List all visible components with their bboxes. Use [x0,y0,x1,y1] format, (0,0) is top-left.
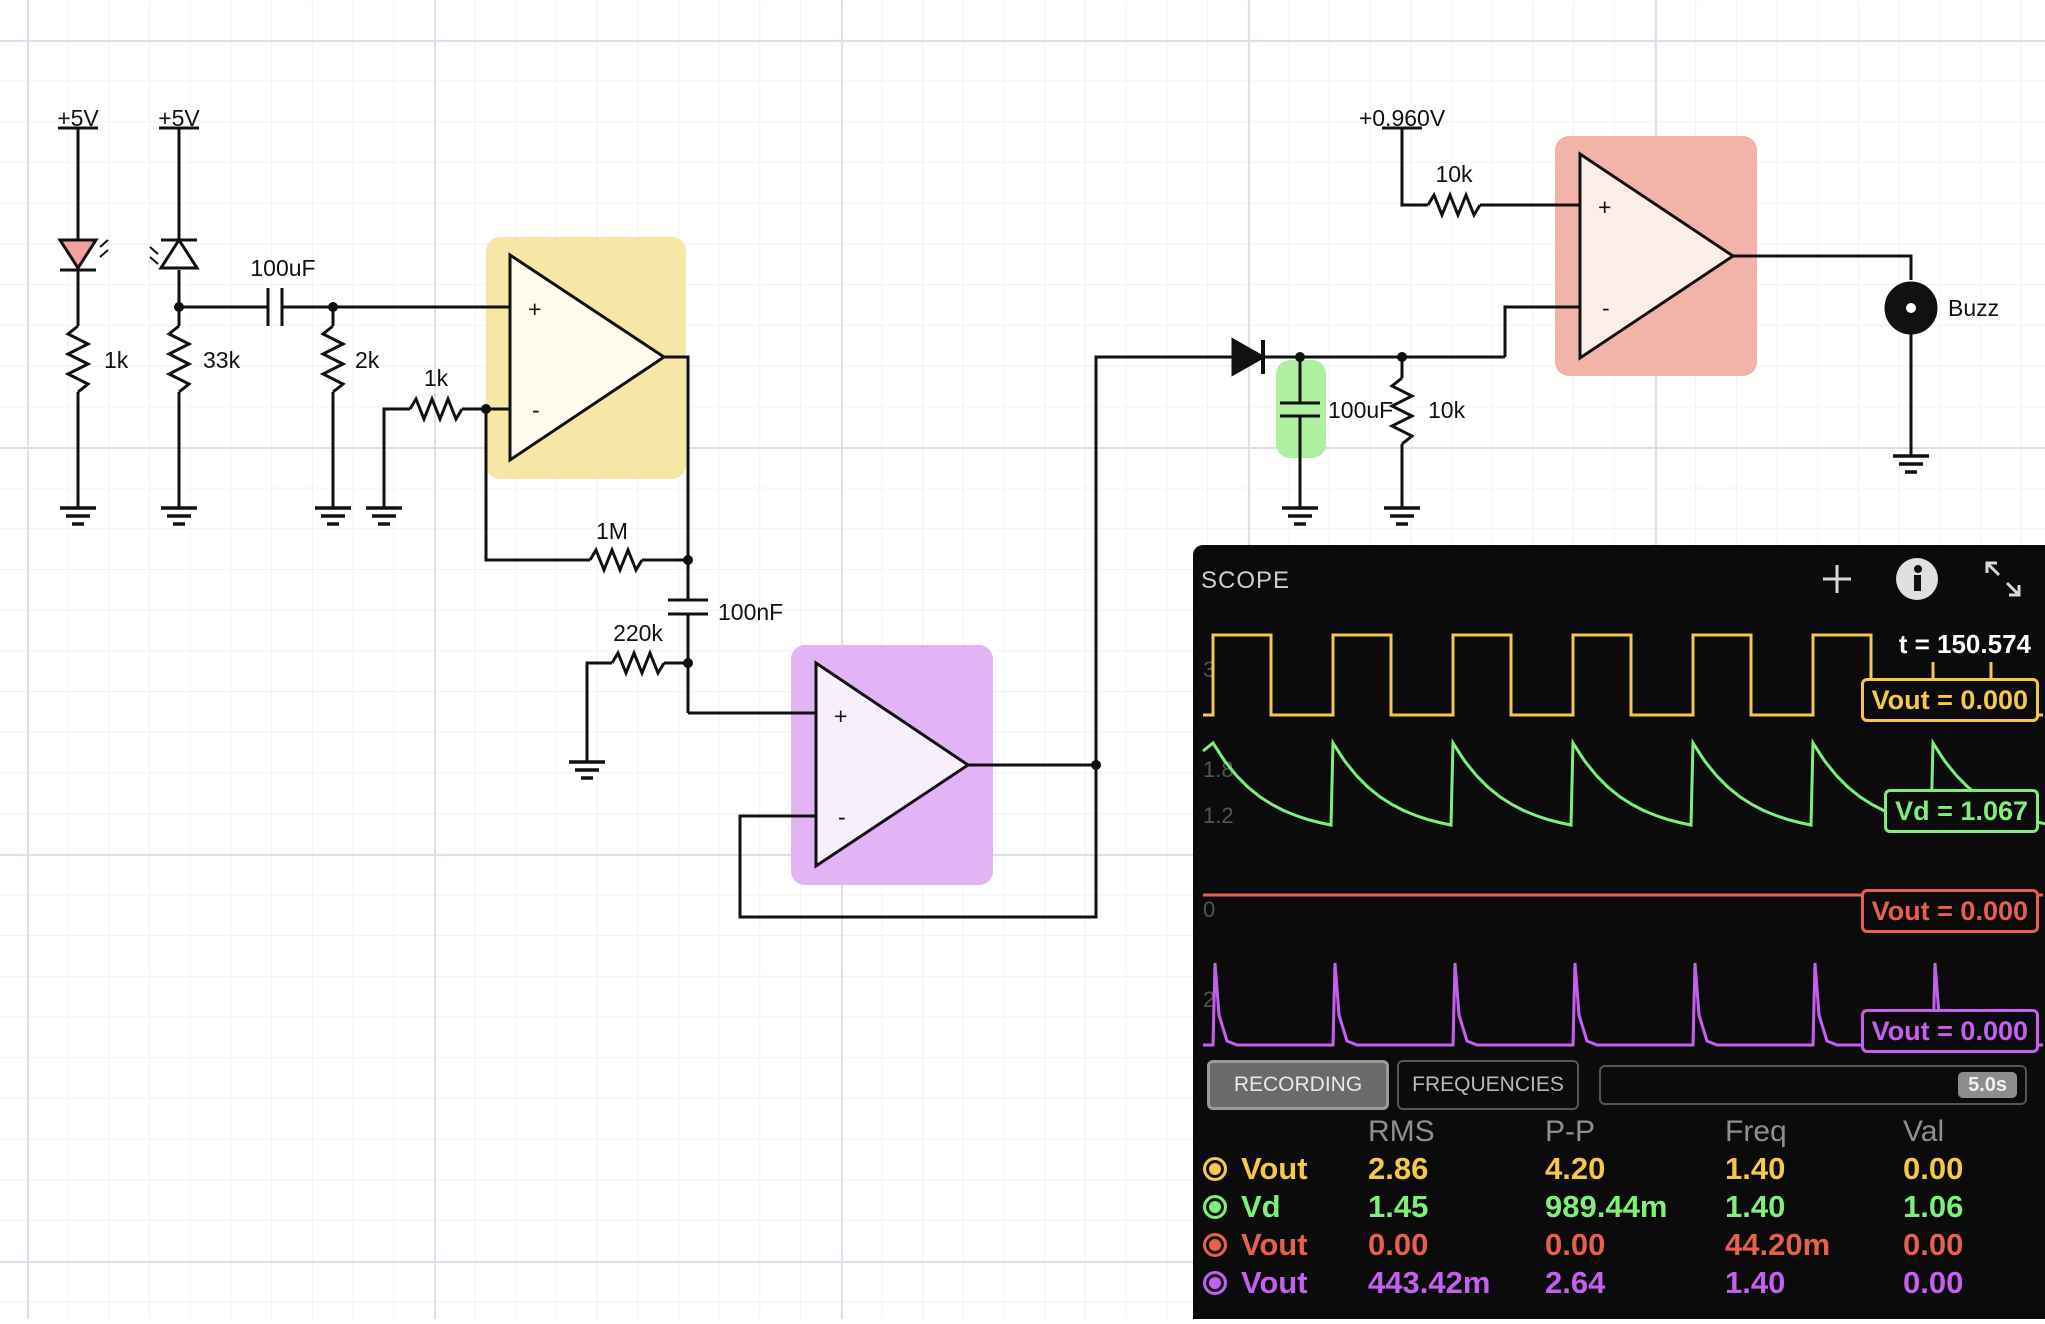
stats-row[interactable]: Vout 443.42m 2.64 1.40 0.00 [1193,1265,2045,1303]
plus-icon [1823,565,1851,593]
info-icon [1896,558,1938,600]
stats-rms: 0.00 [1368,1227,1429,1262]
opamp-minus-label: - [1602,295,1610,321]
capacitor-label: 100nF [718,599,783,625]
opamp-minus-label: - [838,804,846,830]
stats-freq: 44.20m [1725,1227,1831,1262]
resistor-label: 33k [203,347,241,373]
stats-freq: 1.40 [1725,1189,1786,1224]
ground-icon [364,506,404,526]
ground-icon [159,506,199,526]
trace-value-label[interactable]: Vout = 0.000 [1860,889,2039,933]
stats-pp: 2.64 [1545,1265,1606,1300]
stats-val: 0.00 [1903,1151,1964,1186]
ground-icon [567,760,607,780]
stats-pp: 4.20 [1545,1151,1606,1186]
trace-toggle-icon[interactable] [1203,1271,1227,1295]
stats-header: RMS [1368,1115,1435,1148]
photodiode-icon[interactable] [158,237,200,270]
tab-frequencies[interactable]: FREQUENCIES [1397,1060,1579,1110]
time-readout: t = 150.574 [1892,627,2037,662]
capacitor-highlight [1276,360,1326,458]
expand-button[interactable] [1981,557,2025,601]
add-trace-button[interactable] [1815,557,1859,601]
led-icon[interactable] [57,238,99,271]
stats-freq: 1.40 [1725,1265,1786,1300]
stats-header: Val [1903,1115,1945,1148]
resistor-label: 2k [355,347,380,373]
stats-header: P-P [1545,1115,1596,1148]
vref-label: +0.960V [1359,105,1446,131]
stats-row[interactable]: Vout 0.00 0.00 44.20m 0.00 [1193,1227,2045,1265]
trace-axis-label: 1.8 [1203,757,1234,782]
trace-toggle-icon[interactable] [1203,1195,1227,1219]
ground-icon [313,506,353,526]
stats-row[interactable]: Vout 2.86 4.20 1.40 0.00 [1193,1151,2045,1189]
resistor-label: 1k [104,347,129,373]
capacitor-label: 100uF [1328,397,1393,423]
opamp-plus-label: + [834,703,847,729]
scope-panel[interactable]: SCOPE 3 1.8 1.2 0 2 t = 150.574 Vout = 0… [1193,545,2045,1319]
resistor-label: 220k [613,620,663,646]
stats-rms: 1.45 [1368,1189,1429,1224]
ground-icon [58,506,98,526]
stats-rms: 443.42m [1368,1265,1491,1300]
ground-icon [1382,506,1422,526]
capacitor-label: 100uF [250,255,315,281]
stats-pp: 0.00 [1545,1227,1606,1262]
opamp-plus-label: + [1598,194,1611,220]
info-button[interactable] [1895,557,1939,601]
supply-label: +5V [158,105,200,131]
stats-name: Vout [1241,1227,1308,1262]
timebase-value: 5.0s [1958,1072,2017,1098]
stats-pp: 989.44m [1545,1189,1668,1224]
stats-name: Vd [1241,1189,1281,1224]
trace-toggle-icon[interactable] [1203,1233,1227,1257]
resistor-label: 1k [424,365,449,391]
stats-row[interactable]: Vd 1.45 989.44m 1.40 1.06 [1193,1189,2045,1227]
trace-toggle-icon[interactable] [1203,1157,1227,1181]
resistor-label: 10k [1428,397,1466,423]
trace-value-label[interactable]: Vout = 0.000 [1860,1009,2039,1053]
opamp-minus-label: - [532,397,540,423]
resistor-label: 1M [596,518,628,544]
opamp-plus-label: + [528,296,541,322]
trace-axis-label: 2 [1203,987,1215,1012]
resistor-label: 10k [1435,161,1473,187]
ground-icon [1280,506,1320,526]
stats-name: Vout [1241,1151,1308,1186]
trace-vout-purple [1203,962,2043,1047]
trace-value-label[interactable]: Vd = 1.067 [1884,789,2039,833]
stats-name: Vout [1241,1265,1308,1300]
stats-rms: 2.86 [1368,1151,1429,1186]
buzzer-label: Buzz [1948,295,1999,321]
stats-header: Freq [1725,1115,1787,1148]
supply-label: +5V [57,105,99,131]
stats-val: 1.06 [1903,1189,1964,1224]
expand-icon [1985,561,2021,597]
trace-axis-label: 0 [1203,897,1215,922]
timebase-slider[interactable]: 5.0s [1599,1065,2027,1105]
stats-freq: 1.40 [1725,1151,1786,1186]
stats-val: 0.00 [1903,1265,1964,1300]
trace-axis-label: 1.2 [1203,803,1234,828]
ground-icon [1891,454,1931,474]
tab-recording[interactable]: RECORDING [1207,1060,1389,1110]
trace-value-label[interactable]: Vout = 0.000 [1860,678,2039,722]
scope-title: SCOPE [1201,567,1291,594]
stats-val: 0.00 [1903,1227,1964,1262]
